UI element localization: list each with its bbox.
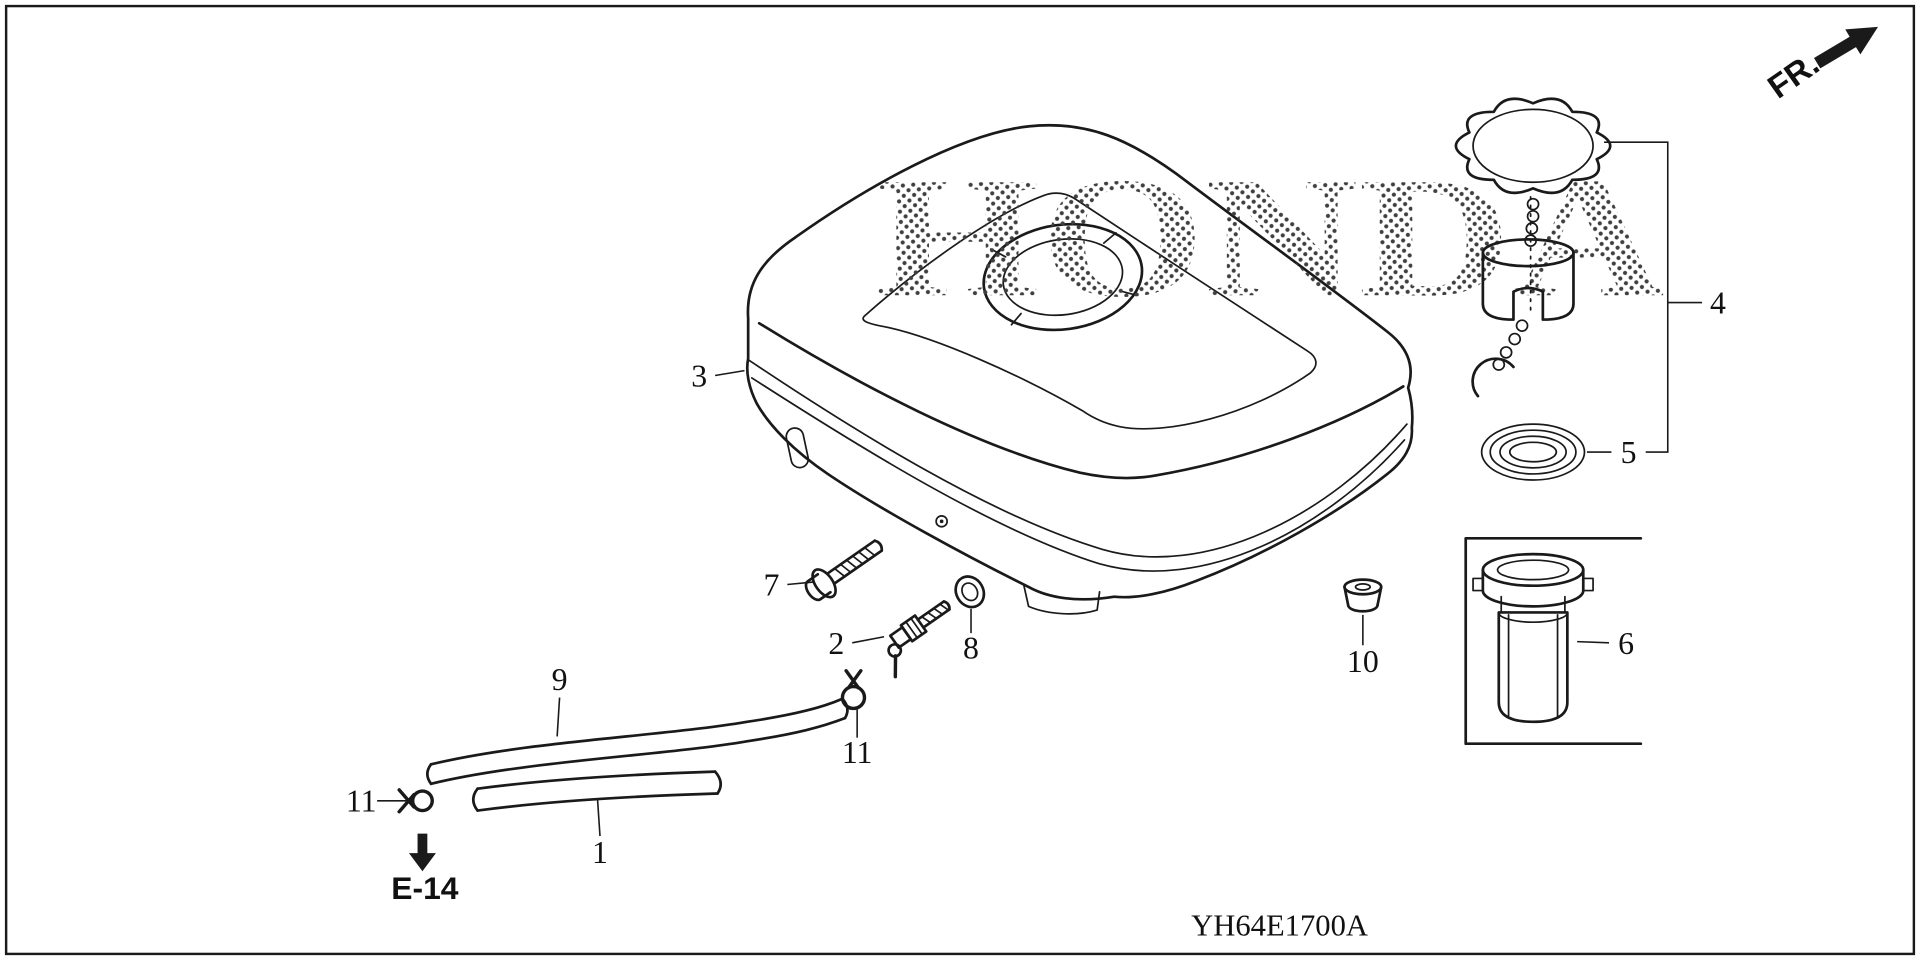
callout-1: 1 — [592, 835, 608, 870]
chain-hook — [1471, 357, 1515, 398]
leader-lines — [377, 141, 1703, 837]
callout-5: 5 — [1621, 435, 1637, 470]
tank-body-outline — [745, 123, 1414, 601]
filler-neck — [982, 222, 1144, 332]
callout-6: 6 — [1618, 626, 1634, 661]
callout-8: 8 — [963, 631, 979, 666]
callout-4: 4 — [1710, 286, 1726, 321]
callouts: 1 2 3 4 5 6 7 8 9 10 11 11 — [346, 286, 1726, 870]
fuel-tube-long — [426, 697, 849, 786]
strainer-bracket-frame — [1464, 536, 1643, 746]
callout-11-b: 11 — [346, 784, 377, 819]
tank-top-panel — [862, 192, 1317, 430]
fuel-valve — [887, 600, 951, 679]
section-reference-label: E-14 — [391, 870, 459, 906]
fuel-cap-assembly — [1454, 97, 1612, 398]
cap-retainer — [1481, 238, 1575, 321]
tube-clip-b — [397, 788, 434, 814]
fr-arrow-icon — [1813, 26, 1879, 69]
valve-hole-center — [939, 519, 944, 524]
fuel-tube-short — [471, 770, 722, 812]
cap-seal-ring — [1480, 423, 1586, 481]
valve-hole — [935, 514, 948, 528]
cap-chain-lower — [1492, 319, 1529, 371]
down-arrow-icon — [408, 833, 436, 872]
tank-slot — [785, 427, 810, 469]
tank-seam-upper — [747, 358, 1408, 558]
callout-7: 7 — [763, 568, 779, 603]
callout-3: 3 — [691, 359, 707, 394]
tank-seam-lower — [750, 377, 1406, 572]
drain-bolt — [804, 539, 884, 602]
fuel-tank — [745, 123, 1414, 615]
page-code: YH64E1700A — [1191, 909, 1368, 943]
tank-top-edge — [757, 321, 1405, 480]
valve-o-ring — [954, 575, 986, 609]
callout-9: 9 — [552, 662, 568, 697]
tank-grommet — [1343, 578, 1383, 613]
fuel-cap — [1454, 97, 1612, 195]
callout-10: 10 — [1347, 644, 1379, 679]
callout-11-a: 11 — [842, 735, 873, 770]
fuel-cap-inner-ring — [1472, 108, 1594, 184]
fuel-strainer — [1472, 552, 1594, 724]
callout-2: 2 — [828, 626, 844, 661]
section-reference: E-14 — [391, 833, 459, 906]
tank-foot — [1022, 583, 1101, 615]
